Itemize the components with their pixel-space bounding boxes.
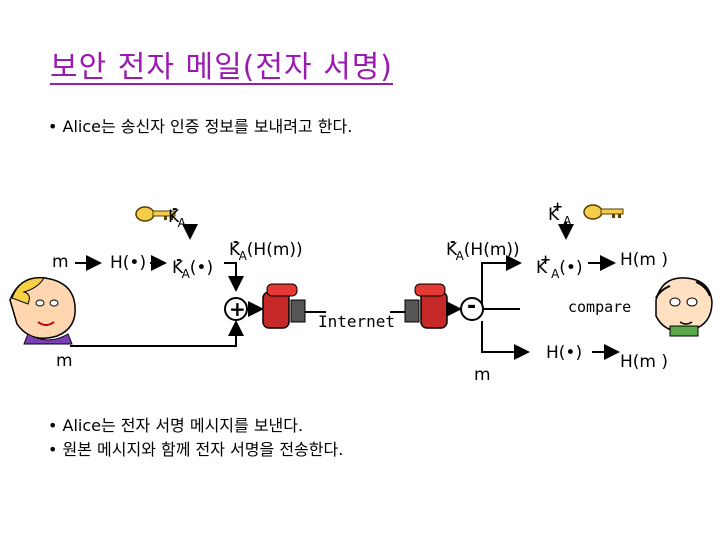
hash-function-right: H(•) <box>546 343 583 363</box>
public-key-icon <box>583 204 624 220</box>
hash-result-bottom: H(m ) <box>620 352 669 372</box>
message-m-bottom: m <box>56 351 73 371</box>
sender-flow-arrows <box>70 255 264 347</box>
receiver-flow-arrows <box>446 255 620 360</box>
sender-router-icon <box>262 283 306 329</box>
concat-plus-node <box>224 297 248 321</box>
minus-symbol: - <box>467 294 477 319</box>
verify-function: K+A(•) <box>536 253 583 281</box>
compare-label: compare <box>568 298 632 316</box>
bullet-send-signed: • Alice는 전자 서명 메시지를 보낸다. <box>48 416 304 435</box>
bullet-send-original: • 원본 메시지와 함께 전자 서명을 전송한다. <box>48 440 344 459</box>
page-title: 보안 전자 메일(전자 서명) <box>50 50 394 85</box>
public-key-label: K+A <box>548 200 572 228</box>
hash-function-left: H(•) <box>110 253 147 273</box>
private-key-label: K-A <box>168 202 186 230</box>
message-m-right: m <box>474 365 491 385</box>
plus-symbol: + <box>229 297 246 321</box>
private-key-icon <box>135 206 176 222</box>
hash-result-top: H(m ) <box>620 250 669 270</box>
alice-avatar <box>9 276 76 345</box>
receiver-router-icon <box>404 283 448 329</box>
signed-hash-in: K-A(H(m)) <box>446 235 520 263</box>
internet-label: Internet <box>318 312 396 331</box>
bob-avatar <box>655 277 713 337</box>
signed-hash-out: K-A(H(m)) <box>229 235 303 263</box>
intro-bullet: • Alice는 송신자 인증 정보를 보내려고 한다. <box>48 117 353 136</box>
split-minus-node <box>460 297 484 321</box>
message-m-left: m <box>52 252 69 272</box>
sign-function: K-A(•) <box>172 253 214 281</box>
